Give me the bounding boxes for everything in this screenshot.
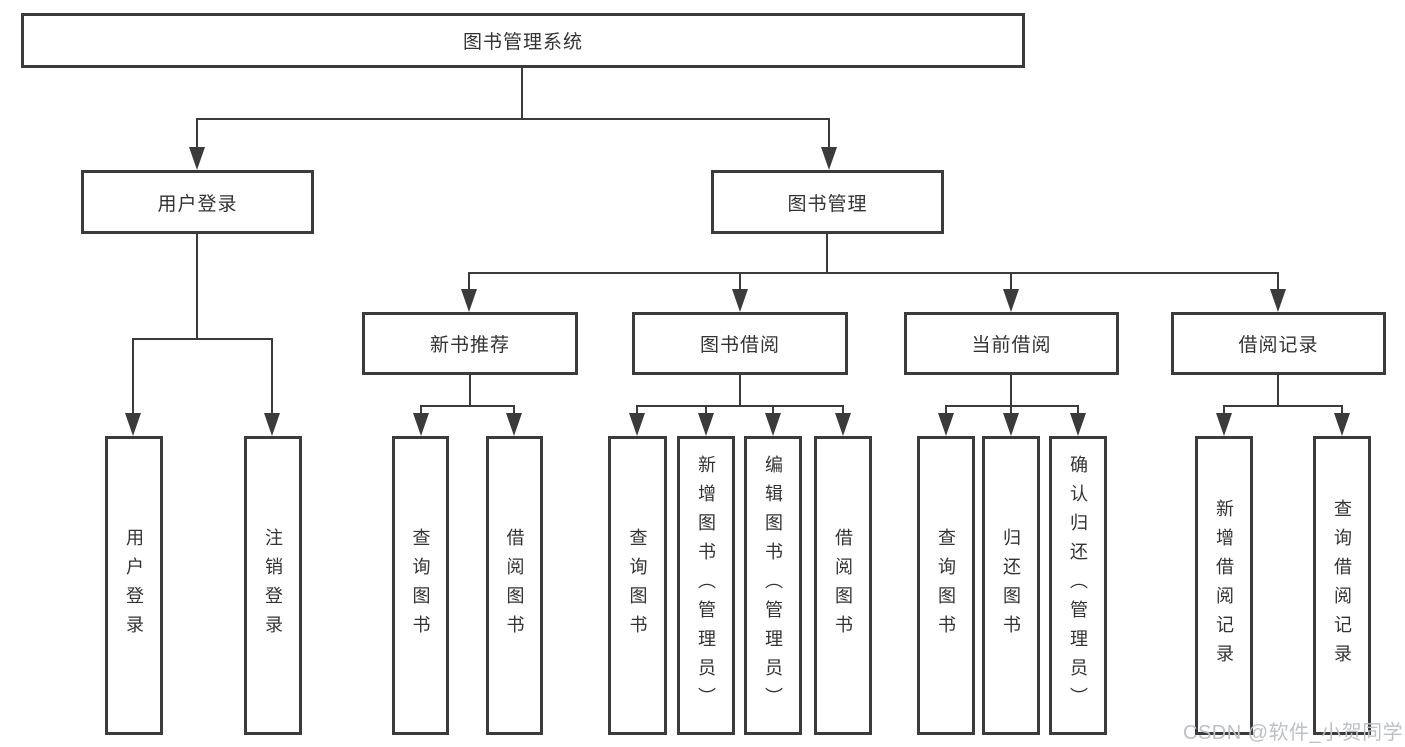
leaf-recommend-borrow-books: 借阅图书 (486, 436, 543, 735)
node-new-book-recommend: 新书推荐 (362, 312, 578, 375)
connector-mgmt-drop-2 (739, 272, 741, 291)
connector-login-drop-2 (271, 338, 273, 414)
leaf-recommend-query-books-label: 查询图书 (410, 527, 431, 644)
connector-current-drop-2 (1010, 405, 1012, 415)
connector-borrow-stem (739, 375, 741, 406)
arrow-down-icon (461, 289, 477, 312)
connector-mgmt-drop-1 (468, 272, 470, 291)
arrow-down-icon (1334, 413, 1350, 436)
arrow-down-icon (189, 147, 205, 170)
leaf-recommend-query-books: 查询图书 (392, 436, 449, 735)
arrow-down-icon (835, 413, 851, 436)
arrow-down-icon (732, 289, 748, 312)
node-borrow-records-label: 借阅记录 (1238, 335, 1319, 356)
leaf-add-book-admin: 新增图书（管理员） (677, 436, 735, 735)
arrow-down-icon (1070, 413, 1086, 436)
connector-recommend-drop-1 (420, 405, 422, 415)
node-book-borrow: 图书借阅 (632, 312, 848, 375)
node-current-borrow: 当前借阅 (904, 312, 1119, 375)
leaf-return-books: 归还图书 (982, 436, 1040, 735)
leaf-borrow-borrow-books: 借阅图书 (814, 436, 872, 735)
leaf-borrow-query-books-label: 查询图书 (627, 527, 648, 644)
connector-borrow-drop-1 (636, 405, 638, 415)
connector-login-rail (133, 338, 273, 340)
arrow-down-icon (1003, 289, 1019, 312)
connector-recommend-rail (420, 405, 515, 407)
leaf-return-books-label: 归还图书 (1001, 527, 1021, 644)
arrow-down-icon (264, 413, 280, 436)
leaf-user-login-label: 用户登录 (124, 527, 144, 644)
node-book-borrow-label: 图书借阅 (699, 335, 780, 356)
connector-mgmt-drop-3 (1010, 272, 1012, 291)
csdn-watermark: CSDN @软件_小贺同学 (1183, 722, 1404, 744)
leaf-user-login: 用户登录 (105, 436, 163, 735)
connector-root-drop-right (828, 118, 830, 148)
leaf-add-borrow-record: 新增借阅记录 (1195, 436, 1253, 735)
arrow-down-icon (125, 413, 141, 436)
leaf-current-query-books-label: 查询图书 (936, 527, 956, 644)
connector-mgmt-stem (826, 234, 828, 273)
connector-recommend-stem (469, 375, 471, 406)
leaf-add-borrow-record-label: 新增借阅记录 (1214, 498, 1234, 673)
arrow-down-icon (698, 413, 714, 436)
connector-recommend-drop-2 (513, 405, 515, 415)
leaf-confirm-return-admin: 确认归还（管理员） (1049, 436, 1107, 735)
connector-records-stem (1277, 375, 1279, 406)
node-current-borrow-label: 当前借阅 (971, 335, 1052, 356)
arrow-down-icon (938, 413, 954, 436)
leaf-confirm-return-admin-label: 确认归还（管理员） (1068, 455, 1088, 716)
arrow-down-icon (765, 413, 781, 436)
node-library-system: 图书管理系统 (21, 13, 1025, 68)
leaf-recommend-borrow-books-label: 借阅图书 (504, 527, 525, 644)
leaf-borrow-borrow-books-label: 借阅图书 (833, 527, 853, 644)
connector-records-drop-2 (1341, 405, 1343, 415)
node-book-management: 图书管理 (711, 170, 944, 234)
connector-borrow-drop-3 (772, 405, 774, 415)
connector-current-rail (945, 405, 1079, 407)
leaf-borrow-query-books: 查询图书 (608, 436, 667, 735)
arrow-down-icon (1270, 289, 1286, 312)
connector-borrow-drop-4 (842, 405, 844, 415)
node-library-system-label: 图书管理系统 (462, 32, 583, 53)
leaf-logout: 注销登录 (244, 436, 302, 735)
connector-mgmt-drop-4 (1277, 272, 1279, 291)
arrow-down-icon (821, 147, 837, 170)
node-user-login: 用户登录 (81, 170, 314, 234)
connector-current-stem (1010, 375, 1012, 406)
arrow-down-icon (506, 413, 522, 436)
leaf-query-borrow-record: 查询借阅记录 (1313, 436, 1371, 735)
arrow-down-icon (413, 413, 429, 436)
arrow-down-icon (1216, 413, 1232, 436)
connector-current-drop-1 (945, 405, 947, 415)
leaf-query-borrow-record-label: 查询借阅记录 (1332, 498, 1352, 673)
connector-login-stem (196, 234, 198, 339)
connector-records-drop-1 (1223, 405, 1225, 415)
connector-records-rail (1223, 405, 1342, 407)
leaf-edit-book-admin-label: 编辑图书（管理员） (763, 455, 783, 716)
leaf-current-query-books: 查询图书 (917, 436, 975, 735)
connector-root-drop-left (196, 118, 198, 148)
connector-mgmt-rail (468, 272, 1279, 274)
node-user-login-label: 用户登录 (157, 193, 238, 215)
node-new-book-recommend-label: 新书推荐 (429, 335, 510, 356)
arrow-down-icon (1003, 413, 1019, 436)
node-borrow-records: 借阅记录 (1171, 312, 1386, 375)
leaf-edit-book-admin: 编辑图书（管理员） (744, 436, 802, 735)
connector-current-drop-3 (1077, 405, 1079, 415)
connector-borrow-rail (636, 405, 843, 407)
connector-root-rail (197, 118, 830, 120)
connector-root-stem (521, 68, 523, 118)
connector-login-drop-1 (132, 338, 134, 414)
node-book-management-label: 图书管理 (787, 193, 868, 215)
connector-borrow-drop-2 (705, 405, 707, 415)
leaf-logout-label: 注销登录 (263, 527, 283, 644)
arrow-down-icon (629, 413, 645, 436)
leaf-add-book-admin-label: 新增图书（管理员） (696, 455, 716, 716)
